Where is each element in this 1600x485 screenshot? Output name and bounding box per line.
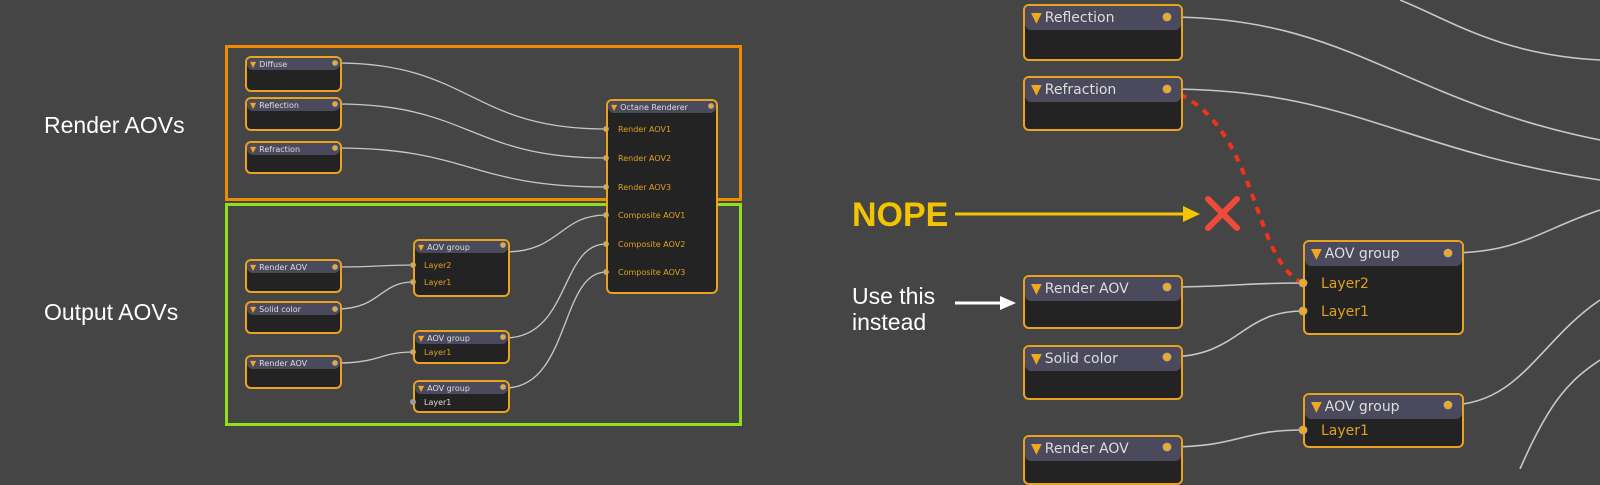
node-title: AOV group xyxy=(427,333,470,343)
collapse-triangle-icon[interactable]: ▼ xyxy=(1031,441,1042,457)
wire xyxy=(504,271,607,389)
collapse-triangle-icon[interactable]: ▼ xyxy=(250,144,257,154)
port-composite-aov1[interactable]: Composite AOV1 xyxy=(618,211,686,220)
collapse-triangle-icon[interactable]: ▼ xyxy=(611,102,618,112)
wire xyxy=(504,214,607,253)
wire xyxy=(1519,359,1600,469)
aov-group-node[interactable]: ▼AOV group Layer1 xyxy=(413,380,510,413)
port-layer2[interactable]: Layer2 xyxy=(424,261,452,270)
node-title: Render AOV xyxy=(259,262,308,272)
render-aov-node[interactable]: ▼Render AOV xyxy=(1023,435,1183,485)
collapse-triangle-icon[interactable]: ▼ xyxy=(1311,399,1322,415)
node-title: Reflection xyxy=(1044,10,1115,26)
use-this-arrow-head xyxy=(1000,296,1016,310)
cross-icon xyxy=(1205,196,1240,231)
collapse-triangle-icon[interactable]: ▼ xyxy=(250,100,257,110)
collapse-triangle-icon[interactable]: ▼ xyxy=(250,59,257,69)
wire xyxy=(336,281,414,310)
output-aovs-label: Output AOVs xyxy=(44,299,179,325)
port-layer2[interactable]: Layer2 xyxy=(1321,276,1369,292)
port-layer1[interactable]: Layer1 xyxy=(424,278,452,287)
wire xyxy=(1166,16,1600,141)
collapse-triangle-icon[interactable]: ▼ xyxy=(418,333,425,343)
node-title: Render AOV xyxy=(1044,441,1129,457)
node-title: Render AOV xyxy=(1044,281,1129,297)
aov-group-node[interactable]: ▼AOV group Layer1 xyxy=(1303,393,1464,448)
invalid-connection-dashed xyxy=(1166,87,1304,285)
nope-arrow-head xyxy=(1183,206,1200,222)
collapse-triangle-icon[interactable]: ▼ xyxy=(1031,281,1042,297)
node-title: Diffuse xyxy=(259,59,288,69)
node-title: AOV group xyxy=(427,242,470,252)
aov-group-node[interactable]: ▼AOV group Layer2 Layer1 xyxy=(1303,240,1464,335)
reflection-node[interactable]: ▼Reflection xyxy=(245,97,342,131)
port-render-aov1[interactable]: Render AOV1 xyxy=(618,125,672,134)
wire xyxy=(336,264,414,268)
diffuse-node[interactable]: ▼Diffuse xyxy=(245,56,342,92)
node-title: Reflection xyxy=(259,100,299,110)
render-aovs-label: Render AOVs xyxy=(44,112,185,138)
collapse-triangle-icon[interactable]: ▼ xyxy=(1031,82,1042,98)
collapse-triangle-icon[interactable]: ▼ xyxy=(418,242,425,252)
output-aovs-frame xyxy=(225,203,742,426)
port-render-aov3[interactable]: Render AOV3 xyxy=(618,183,672,192)
collapse-triangle-icon[interactable]: ▼ xyxy=(1311,246,1322,262)
collapse-triangle-icon[interactable]: ▼ xyxy=(250,304,257,314)
reflection-node[interactable]: ▼Reflection xyxy=(1023,4,1183,61)
wire xyxy=(336,147,607,188)
wire xyxy=(1447,209,1600,254)
port-render-aov2[interactable]: Render AOV2 xyxy=(618,154,672,163)
wire xyxy=(1447,299,1600,406)
refraction-node[interactable]: ▼Refraction xyxy=(245,141,342,174)
render-aov-node[interactable]: ▼Render AOV xyxy=(1023,275,1183,329)
collapse-triangle-icon[interactable]: ▼ xyxy=(1031,351,1042,367)
node-title: Solid color xyxy=(259,304,301,314)
wire xyxy=(1166,429,1304,448)
collapse-triangle-icon[interactable]: ▼ xyxy=(1031,10,1042,26)
render-aovs-frame xyxy=(225,45,742,201)
node-title: Octane Renderer xyxy=(620,102,688,112)
wire xyxy=(1399,0,1600,61)
port-composite-aov3[interactable]: Composite AOV3 xyxy=(618,268,686,277)
node-title: Refraction xyxy=(1044,82,1117,98)
wire xyxy=(336,351,414,364)
port-composite-aov2[interactable]: Composite AOV2 xyxy=(618,240,686,249)
wire xyxy=(336,62,607,130)
wire xyxy=(1166,282,1304,288)
node-title: AOV group xyxy=(1324,246,1400,262)
port-layer1[interactable]: Layer1 xyxy=(1321,304,1369,320)
render-aov-node[interactable]: ▼Render AOV xyxy=(245,259,342,293)
octane-renderer-node[interactable]: ▼Octane Renderer Render AOV1 Render AOV2… xyxy=(606,99,718,294)
wire xyxy=(1166,88,1600,181)
solid-color-node[interactable]: ▼Solid color xyxy=(1023,345,1183,400)
port-layer1[interactable]: Layer1 xyxy=(424,398,452,407)
node-title: Solid color xyxy=(1044,351,1118,367)
port-layer1[interactable]: Layer1 xyxy=(424,348,452,357)
wire xyxy=(504,243,607,339)
node-title: Refraction xyxy=(259,144,301,154)
collapse-triangle-icon[interactable]: ▼ xyxy=(418,383,425,393)
port-layer1[interactable]: Layer1 xyxy=(1321,423,1369,439)
wire xyxy=(1166,310,1304,358)
wire xyxy=(336,103,607,159)
refraction-node[interactable]: ▼Refraction xyxy=(1023,76,1183,131)
collapse-triangle-icon[interactable]: ▼ xyxy=(250,358,257,368)
aov-group-node[interactable]: ▼AOV group Layer1 xyxy=(413,330,510,364)
node-title: AOV group xyxy=(427,383,470,393)
aov-group-node[interactable]: ▼AOV group Layer2 Layer1 xyxy=(413,239,510,297)
node-title: AOV group xyxy=(1324,399,1400,415)
render-aov-node[interactable]: ▼Render AOV xyxy=(245,355,342,389)
node-title: Render AOV xyxy=(259,358,308,368)
nope-label: NOPE xyxy=(852,196,949,234)
solid-color-node[interactable]: ▼Solid color xyxy=(245,301,342,334)
collapse-triangle-icon[interactable]: ▼ xyxy=(250,262,257,272)
